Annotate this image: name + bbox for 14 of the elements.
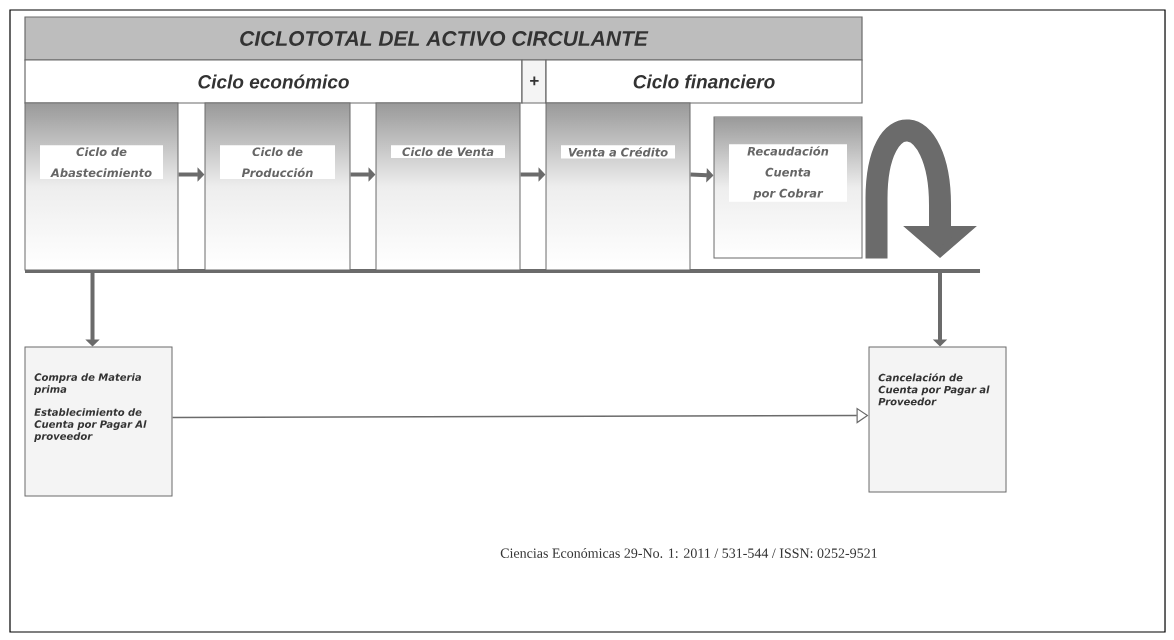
- note-box: Cancelación de Cuenta por Pagar al Proveedor: [868, 346, 1007, 493]
- title-band: CICLOTOTAL DEL ACTIVO CIRCULANTE: [24, 16, 863, 61]
- process-box: Ciclo de Venta: [375, 102, 521, 271]
- citation-text: Ciencias Económicas 29-No. 1: 2011 / 531-544 / ISSN: 0252-9521: [500, 548, 877, 558]
- process-box: Ciclo de Abastecimiento: [24, 102, 179, 271]
- header-band: Ciclo financiero: [545, 59, 863, 104]
- process-box: Venta a Crédito: [545, 102, 691, 271]
- arrow: [171, 407, 869, 424]
- note-box: Compra de Materia prima Establecimiento de Cuenta por Pagar Al proveedor: [24, 346, 173, 497]
- process-box: Recaudación Cuenta por Cobrar: [713, 116, 863, 259]
- header-band: Ciclo económico: [24, 59, 523, 104]
- process-box: Ciclo de Producción: [204, 102, 351, 271]
- arrow: [865, 119, 977, 259]
- plus-cell: +: [521, 59, 547, 104]
